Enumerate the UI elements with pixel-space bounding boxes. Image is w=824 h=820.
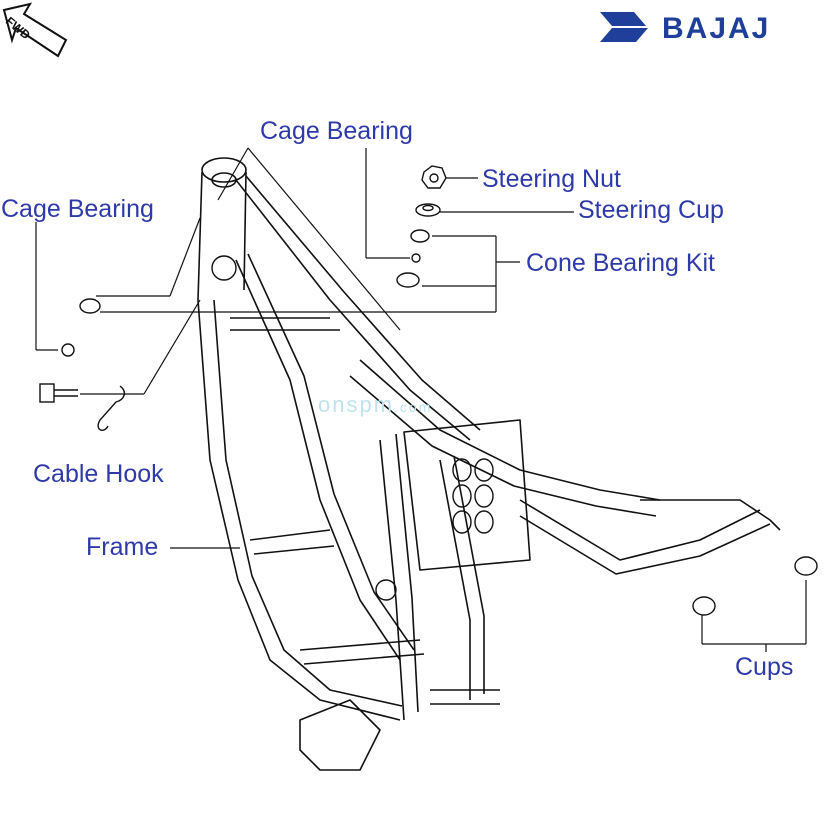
mount-holes [211, 255, 494, 601]
watermark-suffix: .com [394, 399, 433, 415]
callout-cable-hook: Cable Hook [33, 460, 164, 488]
cage-bearing-icon [61, 298, 101, 357]
bajaj-logo-icon [600, 12, 648, 42]
callout-cups: Cups [735, 653, 794, 681]
callout-cage-bearing-left: Cage Bearing [1, 195, 154, 223]
bolt-icon [39, 383, 78, 403]
callout-steering-cup: Steering Cup [578, 196, 724, 224]
watermark: onspm.com [318, 392, 432, 418]
forward-arrow-icon [2, 2, 68, 58]
callout-cone-bearing-kit: Cone Bearing Kit [526, 249, 716, 277]
steering-cup-icon [415, 203, 441, 217]
callout-cage-bearing-top: Cage Bearing [260, 117, 413, 145]
leader-lines [35, 147, 807, 652]
cup-icon [692, 556, 818, 616]
cable-hook-icon [97, 385, 126, 431]
cone-bearing-icon [396, 229, 430, 288]
callout-frame: Frame [86, 533, 159, 561]
callout-steering-nut: Steering Nut [482, 165, 621, 193]
watermark-text: onspm [318, 392, 395, 417]
frame-tubes [197, 157, 781, 771]
steering-nut-icon [421, 165, 447, 189]
brand-name: BAJAJ [662, 12, 771, 45]
